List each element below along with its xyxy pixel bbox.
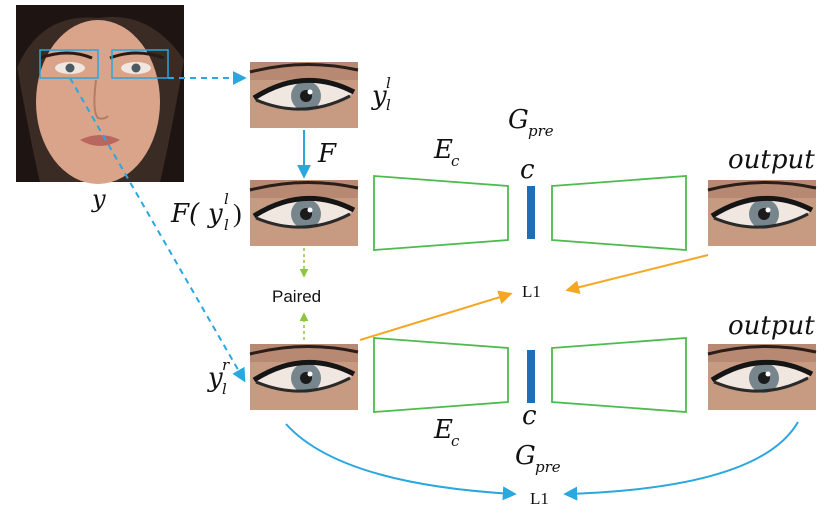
label-Ec-bottom: E c: [433, 415, 460, 450]
svg-text:y: y: [207, 363, 223, 393]
label-paired: Paired: [272, 287, 321, 306]
svg-text:): ): [233, 199, 242, 228]
bottleneck-top: [527, 186, 535, 239]
label-y-l-l: y l l: [371, 74, 391, 114]
svg-text:pre: pre: [535, 458, 561, 476]
label-output-top: output: [728, 145, 815, 175]
svg-text:c: c: [451, 432, 460, 450]
curve-arrow-left: [285, 423, 517, 501]
label-L1-middle: L1: [522, 282, 541, 301]
label-F: F: [317, 139, 337, 169]
label-F-y-l-l: F( y l l ): [170, 190, 242, 234]
svg-text:E: E: [433, 415, 453, 445]
svg-text:r: r: [222, 356, 230, 374]
right-eye-crop: [250, 344, 358, 410]
right-eye-box: [111, 49, 169, 79]
svg-text:G: G: [515, 441, 536, 471]
label-Gpre-bottom: G pre: [515, 441, 561, 476]
svg-text:E: E: [433, 135, 453, 165]
svg-text:pre: pre: [528, 122, 554, 140]
bottleneck-bottom: [527, 350, 535, 403]
left-eye-box: [39, 49, 99, 79]
output-eye-top: [708, 180, 816, 246]
encoder-top: [373, 175, 509, 251]
svg-text:y: y: [207, 199, 223, 229]
orange-arrow-output: [565, 254, 709, 295]
left-eye-crop: [250, 62, 358, 128]
label-Ec-top: E c: [433, 135, 460, 170]
output-eye-bottom: [708, 344, 816, 410]
label-c-top: c: [520, 155, 535, 185]
face-photo: [16, 5, 184, 184]
svg-text:y: y: [371, 81, 387, 111]
svg-text:F(: F(: [170, 199, 200, 229]
label-L1-bottom: L1: [530, 489, 549, 508]
svg-text:l: l: [224, 216, 229, 234]
label-y-l-r: y r l: [207, 356, 230, 398]
orange-arrow-input: [359, 290, 513, 341]
svg-text:l: l: [224, 190, 229, 208]
label-output-bottom: output: [728, 311, 815, 341]
svg-text:l: l: [222, 380, 227, 398]
svg-text:c: c: [451, 152, 460, 170]
label-c-bottom: c: [522, 401, 537, 431]
decoder-top: [551, 175, 687, 251]
dashed-arrow-right-eye: [69, 77, 246, 383]
curve-arrow-right: [563, 421, 799, 501]
encoder-bottom: [373, 337, 509, 413]
flipped-eye-crop: [250, 180, 358, 246]
svg-text:l: l: [386, 74, 391, 92]
decoder-bottom: [551, 337, 687, 413]
svg-text:l: l: [386, 96, 391, 114]
label-y: y: [91, 185, 106, 213]
label-Gpre-top: G pre: [508, 105, 554, 140]
svg-text:G: G: [508, 105, 529, 135]
